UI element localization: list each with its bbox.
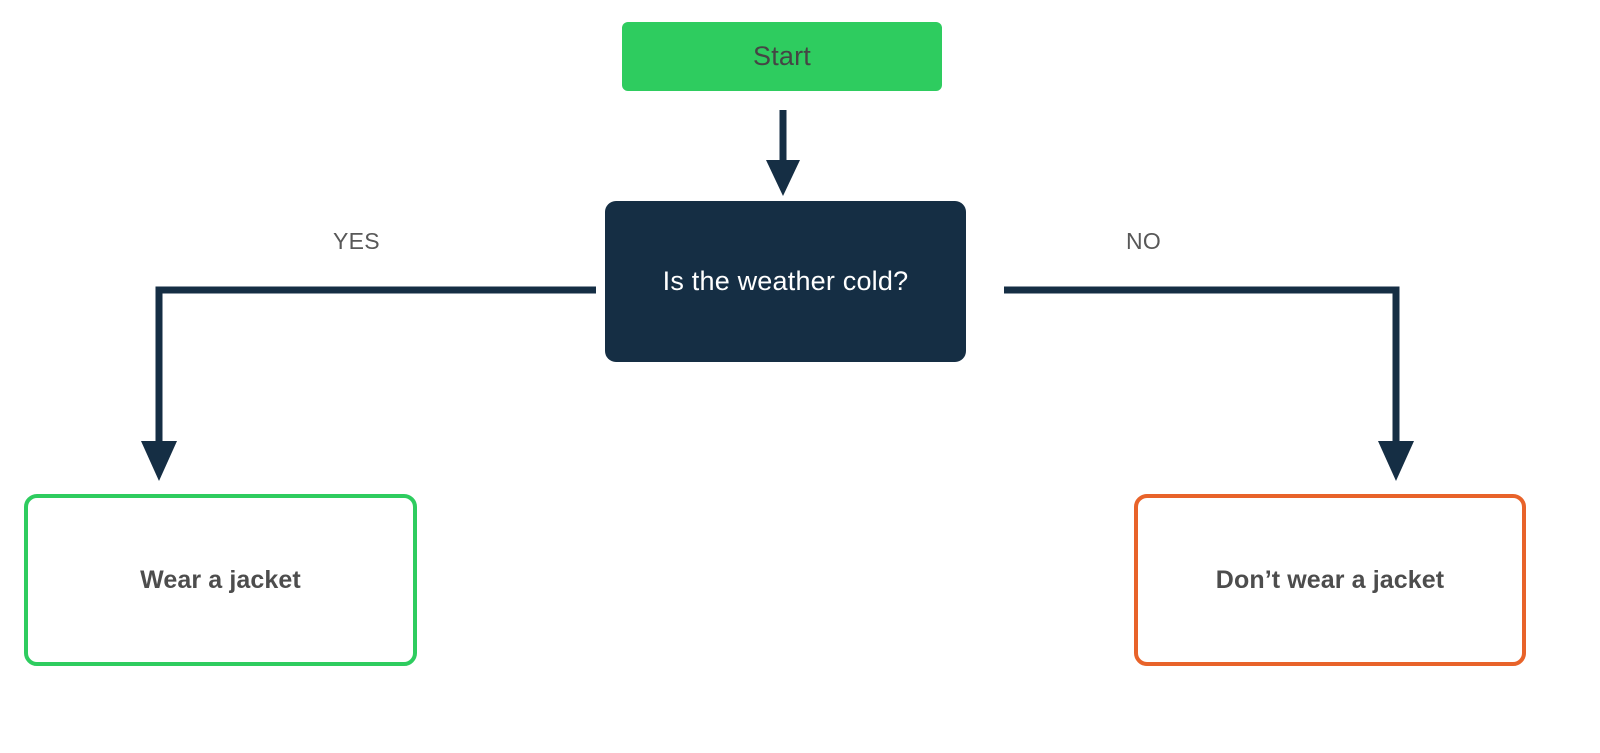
edge-decision-to-no-outcome — [1004, 286, 1414, 481]
edge-decision-to-yes-outcome — [141, 286, 596, 481]
edge-label-no: NO — [1126, 228, 1162, 254]
node-decision[interactable]: Is the weather cold? — [605, 201, 966, 362]
node-yes-outcome[interactable]: Wear a jacket — [24, 494, 417, 666]
edge-start-to-decision — [766, 110, 800, 196]
node-decision-label: Is the weather cold? — [662, 266, 909, 296]
node-start[interactable]: Start — [622, 22, 942, 91]
node-yes-outcome-label: Wear a jacket — [140, 565, 301, 594]
edge-label-yes: YES — [333, 228, 380, 254]
node-start-label: Start — [752, 41, 812, 71]
node-no-outcome-label: Don’t wear a jacket — [1215, 565, 1445, 594]
node-no-outcome[interactable]: Don’t wear a jacket — [1134, 494, 1526, 666]
